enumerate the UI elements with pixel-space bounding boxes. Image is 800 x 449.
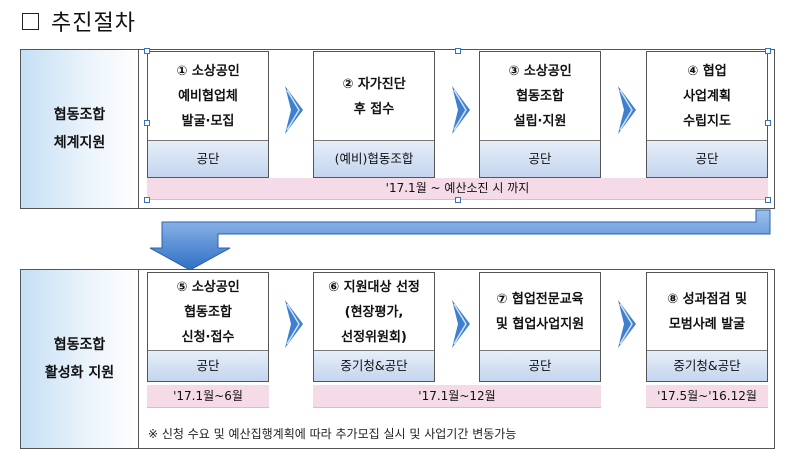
period-bar: '17.5월~'16.12월	[646, 385, 768, 408]
title-text: 추진절차	[51, 11, 136, 36]
flow-arrow-icon	[138, 208, 778, 272]
step-line: 사업계획	[683, 89, 731, 104]
agency-label: 중기청&공단	[314, 350, 434, 381]
step-line: ③ 소상공인	[508, 64, 572, 79]
selection-handle	[144, 48, 150, 54]
selection-handle	[765, 48, 771, 54]
step-card-3: ③ 소상공인 협동조합 설립·지원 공단	[479, 51, 601, 178]
step-line: (현장평가,	[344, 304, 404, 320]
selection-handle	[455, 48, 461, 54]
agency-label: 공단	[647, 140, 767, 177]
selection-handle	[144, 120, 150, 126]
step-line: 신청·접수	[181, 329, 235, 345]
step-line: 협동조합	[184, 304, 232, 320]
selection-handle	[765, 120, 771, 126]
footnote: ※ 신청 수요 및 예산집행계획에 따라 추가모집 실시 및 사업기간 변동가능	[148, 427, 517, 441]
step-line: 및 협업사업지원	[495, 317, 585, 332]
selection-handle	[144, 197, 150, 203]
selection-handle	[455, 197, 461, 203]
step-line: ⑥ 지원대상 선정	[328, 279, 420, 295]
section-title: 추진절차	[22, 4, 136, 38]
chevron-right-icon	[285, 86, 303, 134]
step-line: 발굴·모집	[181, 114, 235, 129]
agency-label: (예비)협동조합	[314, 140, 434, 177]
step-card-5: ⑤ 소상공인 협동조합 신청·접수 공단	[147, 272, 269, 382]
step-text: ④ 협업 사업계획 수립지도	[647, 52, 767, 141]
step-line: 수립지도	[683, 114, 731, 129]
agency-label: 공단	[148, 140, 268, 177]
step-line: ② 자가진단	[342, 76, 406, 92]
step-line: 후 접수	[353, 101, 395, 117]
chevron-right-icon	[285, 300, 303, 348]
stage-label: 협동조합 체계지원	[21, 50, 139, 208]
step-line: 선정위원회)	[341, 329, 407, 345]
step-text: ③ 소상공인 협동조합 설립·지원	[480, 52, 600, 141]
step-line: 협동조합	[516, 89, 564, 104]
period-bar: '17.1월~12월	[313, 385, 601, 408]
agency-label: 중기청&공단	[647, 350, 767, 381]
step-line: 예비협업체	[178, 89, 238, 104]
chevron-right-icon	[618, 300, 636, 348]
chevron-right-icon	[452, 86, 470, 134]
step-card-1: ① 소상공인 예비협업체 발굴·모집 공단	[147, 51, 269, 178]
stage-label: 협동조합 활성화 지원	[21, 270, 139, 448]
checkbox-square-icon	[22, 12, 39, 30]
agency-label: 공단	[480, 350, 600, 381]
step-line: ⑦ 협업전문교육	[496, 292, 584, 307]
stage-label-text: 협동조합 활성화 지원	[44, 337, 115, 381]
step-text: ⑧ 성과점검 및 모범사례 발굴	[647, 273, 767, 351]
step-card-4: ④ 협업 사업계획 수립지도 공단	[646, 51, 768, 178]
agency-label: 공단	[148, 350, 268, 381]
step-card-7: ⑦ 협업전문교육 및 협업사업지원 공단	[479, 272, 601, 382]
step-line: 설립·지원	[513, 114, 567, 129]
step-line: ⑤ 소상공인	[176, 279, 240, 295]
step-text: ⑦ 협업전문교육 및 협업사업지원	[480, 273, 600, 351]
step-line: 모범사례 발굴	[668, 317, 746, 332]
agency-label: 공단	[480, 140, 600, 177]
step-text: ⑤ 소상공인 협동조합 신청·접수	[148, 273, 268, 351]
period-bar: '17.1월~6월	[147, 385, 269, 408]
step-text: ① 소상공인 예비협업체 발굴·모집	[148, 52, 268, 141]
chevron-right-icon	[618, 86, 636, 134]
step-card-2: ② 자가진단 후 접수 (예비)협동조합	[313, 51, 435, 178]
step-line: ⑧ 성과점검 및	[667, 292, 747, 307]
stage-label-text: 협동조합 체계지원	[53, 107, 106, 151]
step-card-6: ⑥ 지원대상 선정 (현장평가, 선정위원회) 중기청&공단	[313, 272, 435, 382]
step-line: ④ 협업	[687, 64, 727, 79]
step-text: ② 자가진단 후 접수	[314, 52, 434, 141]
selection-handle	[765, 197, 771, 203]
step-line: ① 소상공인	[176, 64, 240, 79]
step-text: ⑥ 지원대상 선정 (현장평가, 선정위원회)	[314, 273, 434, 351]
chevron-right-icon	[452, 300, 470, 348]
step-card-8: ⑧ 성과점검 및 모범사례 발굴 중기청&공단	[646, 272, 768, 382]
